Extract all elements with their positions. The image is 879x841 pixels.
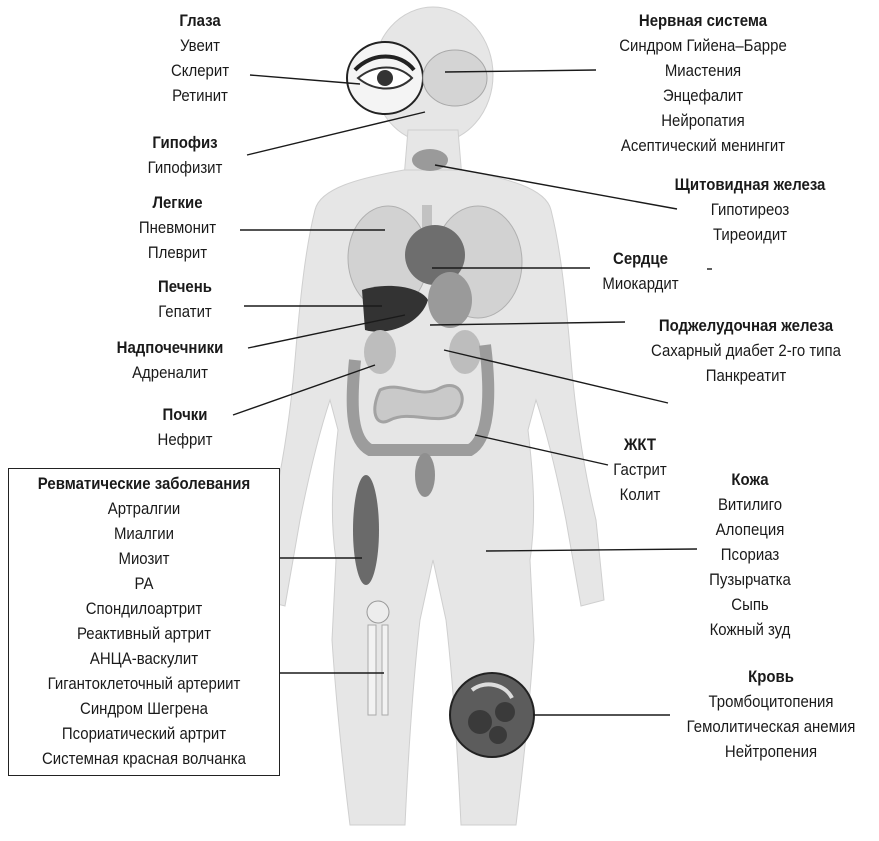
rheum-item: Синдром Шегрена — [29, 696, 260, 721]
kidneys-title: Почки — [137, 402, 234, 427]
kidneys-item: Нефрит — [137, 427, 234, 452]
rheum-item: РА — [29, 571, 260, 596]
rheum-item: Миалгии — [29, 521, 260, 546]
rheum-item: Миозит — [29, 546, 260, 571]
liver-group: Печень Гепатит — [130, 274, 240, 324]
rheum-item: Спондилоартрит — [29, 596, 260, 621]
eye-inset — [347, 42, 423, 114]
nervous-item: Нейропатия — [602, 108, 804, 133]
skin-item: Сыпь — [697, 592, 803, 617]
nervous-title: Нервная система — [602, 8, 804, 33]
lungs-item: Плеврит — [123, 240, 233, 265]
skin-item: Пузырчатка — [697, 567, 803, 592]
liver-title: Печень — [137, 274, 234, 299]
gi-item: Колит — [600, 482, 679, 507]
rheum-item: Артралгии — [29, 496, 260, 521]
pituitary-group: Гипофиз Гипофизит — [120, 130, 250, 180]
pancreas-group: Поджелудочная железа Сахарный диабет 2-г… — [620, 313, 872, 388]
pancreas-item: Сахарный диабет 2-го типа — [635, 338, 857, 363]
adrenal-item: Адреналит — [100, 360, 241, 385]
skin-group: Кожа Витилиго Алопеция Псориаз Пузырчатк… — [690, 467, 810, 642]
blood-title: Кровь — [678, 664, 865, 689]
skin-item: Витилиго — [697, 492, 803, 517]
skin-title: Кожа — [697, 467, 803, 492]
thyroid-item: Гипотиреоз — [653, 197, 847, 222]
skin-item: Кожный зуд — [697, 617, 803, 642]
blood-item: Тромбоцитопения — [678, 689, 865, 714]
eyes-item: Склерит — [147, 58, 253, 83]
nervous-item: Синдром Гийена–Барре — [602, 33, 804, 58]
thyroid-item: Тиреоидит — [653, 222, 847, 247]
lungs-group: Легкие Пневмонит Плеврит — [115, 190, 240, 265]
eyes-item: Увеит — [147, 33, 253, 58]
rheum-item: АНЦА-васкулит — [29, 646, 260, 671]
eyes-group: Глаза Увеит Склерит Ретинит — [140, 8, 260, 108]
lungs-title: Легкие — [123, 190, 233, 215]
rheum-item: Системная красная волчанка — [29, 746, 260, 771]
eyes-title: Глаза — [147, 8, 253, 33]
adrenal-title: Надпочечники — [100, 335, 241, 360]
liver-item: Гепатит — [137, 299, 234, 324]
heart-item: Миокардит — [586, 271, 696, 296]
blood-item: Нейтропения — [678, 739, 865, 764]
blood-inset — [450, 673, 534, 757]
adrenal-group: Надпочечники Адреналит — [90, 335, 250, 385]
nervous-item: Асептический менингит — [602, 133, 804, 158]
blood-item: Гемолитическая анемия — [678, 714, 865, 739]
nervous-system-group: Нервная система Синдром Гийена–Барре Миа… — [588, 8, 818, 158]
heart-group: Сердце Миокардит — [578, 246, 703, 296]
lungs-item: Пневмонит — [123, 215, 233, 240]
nervous-item: Энцефалит — [602, 83, 804, 108]
blood-group: Кровь Тромбоцитопения Гемолитическая ане… — [665, 664, 877, 764]
pituitary-title: Гипофиз — [128, 130, 242, 155]
heart-title: Сердце — [586, 246, 696, 271]
eyes-item: Ретинит — [147, 83, 253, 108]
rheumatic-diseases-box: Ревматические заболевания Артралгии Миал… — [8, 468, 280, 776]
rheum-item: Реактивный артрит — [29, 621, 260, 646]
nervous-item: Миастения — [602, 58, 804, 83]
gi-tract-group: ЖКТ Гастрит Колит — [595, 432, 685, 507]
thyroid-title: Щитовидная железа — [653, 172, 847, 197]
kidneys-group: Почки Нефрит — [130, 402, 240, 452]
gi-item: Гастрит — [600, 457, 679, 482]
pituitary-item: Гипофизит — [128, 155, 242, 180]
skin-item: Псориаз — [697, 542, 803, 567]
rheum-title: Ревматические заболевания — [29, 471, 260, 496]
gi-title: ЖКТ — [600, 432, 679, 457]
brain — [423, 50, 487, 106]
rheum-item: Гигантоклеточный артериит — [29, 671, 260, 696]
skin-item: Алопеция — [697, 517, 803, 542]
thyroid-group: Щитовидная железа Гипотиреоз Тиреоидит — [640, 172, 860, 247]
pancreas-title: Поджелудочная железа — [635, 313, 857, 338]
pancreas-item: Панкреатит — [635, 363, 857, 388]
rheum-item: Псориатический артрит — [29, 721, 260, 746]
